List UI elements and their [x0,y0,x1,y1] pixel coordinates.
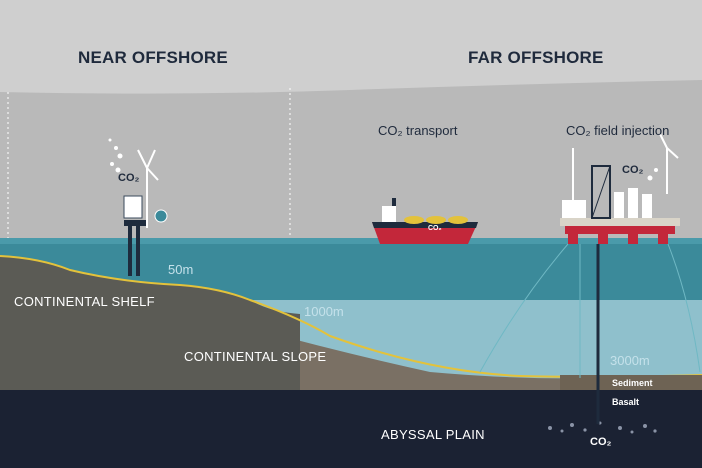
sea-surface [0,238,702,244]
transport-caption: CO₂ transport [378,123,458,138]
near-offshore-heading: NEAR OFFSHORE [78,48,228,67]
depth-3000m: 3000m [610,353,650,368]
continental-slope-label: CONTINENTAL SLOPE [184,349,327,364]
abyssal-plain-label: ABYSSAL PLAIN [381,427,485,442]
depth-1000m: 1000m [304,304,344,319]
far-offshore-platform [479,133,701,424]
ship-co2-label: CO₂ [428,225,442,232]
depth-50m: 50m [168,262,194,277]
continental-shelf-label: CONTINENTAL SHELF [14,294,155,309]
seabed-co2-label: CO₂ [590,436,612,448]
far-offshore-heading: FAR OFFSHORE [468,48,604,67]
seabed-co2-bubbles [548,421,657,434]
co2-transport-ship [372,198,478,244]
distant-haze [0,80,702,240]
far-co2-label: CO₂ [622,164,644,176]
near-offshore-platform [108,138,168,276]
sediment-layer [560,375,702,392]
continental-shelf [0,256,300,392]
seabed-pipeline [0,255,702,378]
sediment-label: Sediment [612,378,653,388]
basalt-label: Basalt [612,397,640,407]
near-co2-label: CO₂ [118,172,140,184]
field-injection-caption: CO₂ field injection [566,123,670,138]
